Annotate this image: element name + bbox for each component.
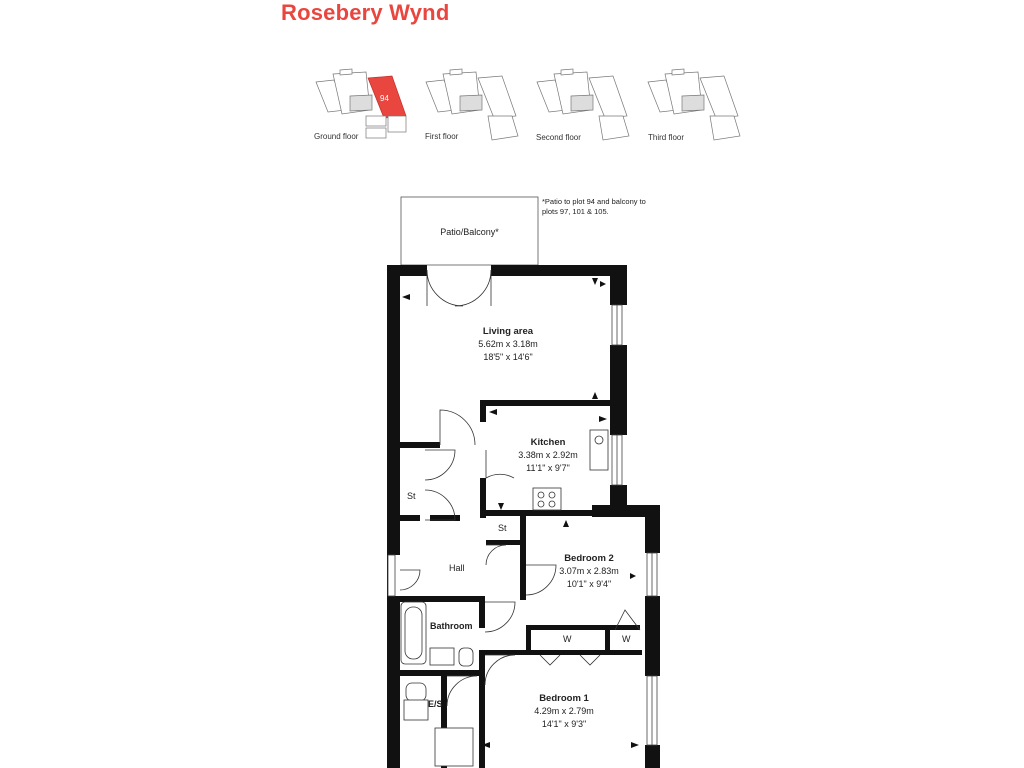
keyplan-third-floor [647, 68, 741, 141]
doors [399, 269, 641, 707]
room-es-label: E/S [428, 699, 443, 709]
room-kitchen-metric: 3.38m x 2.92m [518, 450, 578, 460]
room-bedroom-1: Bedroom 1 4.29m x 2.79m 14'1" x 9'3" [504, 692, 624, 731]
keyplan-label-first: First floor [425, 132, 459, 141]
room-living-name: Living area [482, 326, 534, 337]
keyplan-first-floor [425, 68, 519, 141]
room-kitchen: Kitchen 3.38m x 2.92m 11'1" x 9'7" [488, 436, 608, 475]
room-bathroom-label: Bathroom [430, 621, 473, 631]
room-hall-label: Hall [449, 563, 465, 573]
fixtures [400, 429, 609, 767]
keyplan-label-ground: Ground floor [314, 132, 359, 141]
room-living-imperial: 18'5" x 14'6" [483, 352, 533, 362]
room-store-2-label: St [498, 523, 507, 533]
wardrobe-1-label: W [563, 634, 572, 644]
room-kitchen-imperial: 11'1" x 9'7" [526, 463, 570, 473]
room-kitchen-name: Kitchen [530, 437, 566, 448]
room-bedroom-2: Bedroom 2 3.07m x 2.83m 10'1" x 9'4" [529, 552, 649, 591]
windows [387, 304, 658, 746]
room-bedroom1-name: Bedroom 1 [539, 693, 589, 704]
interior-walls [400, 400, 642, 768]
room-living-area: Living area 5.62m x 3.18m 18'5" x 14'6" [448, 325, 568, 364]
room-store-1-label: St [407, 491, 416, 501]
patio-area [400, 196, 539, 266]
development-title: Rosebery Wynd [281, 0, 450, 25]
room-bedroom2-name: Bedroom 2 [564, 553, 614, 564]
keyplan-plot-number: 94 [380, 94, 389, 103]
keyplan-label-third: Third floor [648, 133, 685, 142]
keyplan-label-second: Second floor [536, 133, 581, 142]
room-bedroom2-imperial: 10'1" x 9'4" [566, 579, 612, 589]
patio-note: *Patio to plot 94 and balcony to plots 9… [542, 197, 646, 216]
room-bedroom1-imperial: 14'1" x 9'3" [541, 719, 587, 729]
room-patio: Patio/Balcony* [411, 226, 528, 239]
keyplan-ground-floor [315, 68, 407, 139]
wardrobe-2-label: W [622, 634, 631, 644]
keyplan-second-floor [536, 68, 630, 141]
room-patio-name: Patio/Balcony* [440, 227, 499, 237]
room-living-metric: 5.62m x 3.18m [478, 339, 538, 349]
room-bedroom2-metric: 3.07m x 2.83m [559, 566, 619, 576]
room-bedroom1-metric: 4.29m x 2.79m [534, 706, 594, 716]
dimension-markers [402, 278, 639, 748]
